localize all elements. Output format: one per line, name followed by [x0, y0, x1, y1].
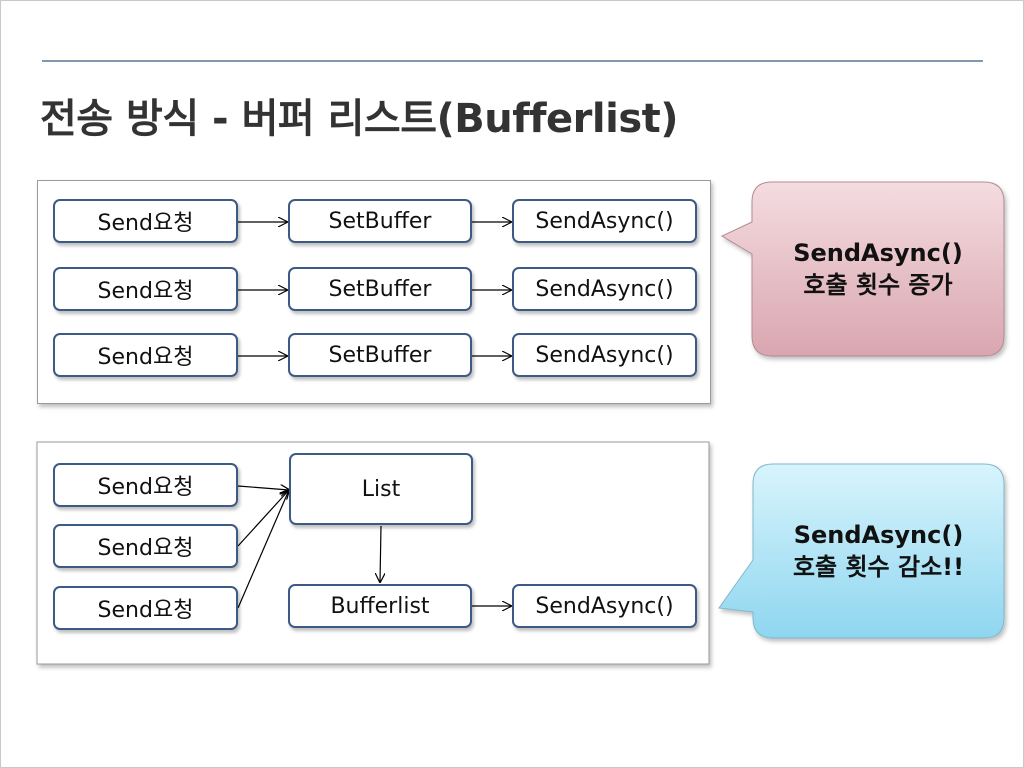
slide-title: 전송 방식 - 버퍼 리스트(Bufferlist) [40, 96, 679, 142]
top-row1-setbuffer-box: SetBuffer [288, 199, 472, 243]
bottom-bufferlist-box: Bufferlist [288, 584, 472, 628]
top-callout-text: SendAsync() 호출 횟수 증가 [752, 237, 1004, 301]
bottom-request3-box: Send요청 [53, 586, 238, 630]
bottom-request1-box: Send요청 [53, 463, 238, 507]
bottom-request2-box: Send요청 [53, 524, 238, 568]
bottom-list-box: List [289, 453, 473, 525]
top-callout-line2: 호출 횟수 증가 [803, 271, 953, 299]
bottom-callout-line2: 호출 횟수 감소!! [792, 553, 965, 581]
bottom-sendasync-box: SendAsync() [512, 584, 697, 628]
top-row3-sendasync-box: SendAsync() [512, 333, 697, 377]
top-row3-setbuffer-box: SetBuffer [288, 333, 472, 377]
top-row2-sendasync-box: SendAsync() [512, 267, 697, 311]
bottom-callout-line1: SendAsync() [793, 521, 964, 549]
top-row3-request-box: Send요청 [53, 333, 238, 377]
bottom-callout-shape [718, 463, 1005, 639]
top-callout-line1: SendAsync() [793, 239, 963, 267]
top-row1-request-box: Send요청 [53, 199, 238, 243]
top-row2-request-box: Send요청 [53, 267, 238, 311]
top-arrows [238, 222, 511, 356]
top-callout-shape [720, 181, 1005, 357]
title-rule [42, 60, 983, 62]
bottom-callout-text: SendAsync() 호출 횟수 감소!! [753, 519, 1004, 583]
top-row1-sendasync-box: SendAsync() [512, 199, 697, 243]
bottom-arrows [237, 486, 511, 608]
top-row2-setbuffer-box: SetBuffer [288, 267, 472, 311]
